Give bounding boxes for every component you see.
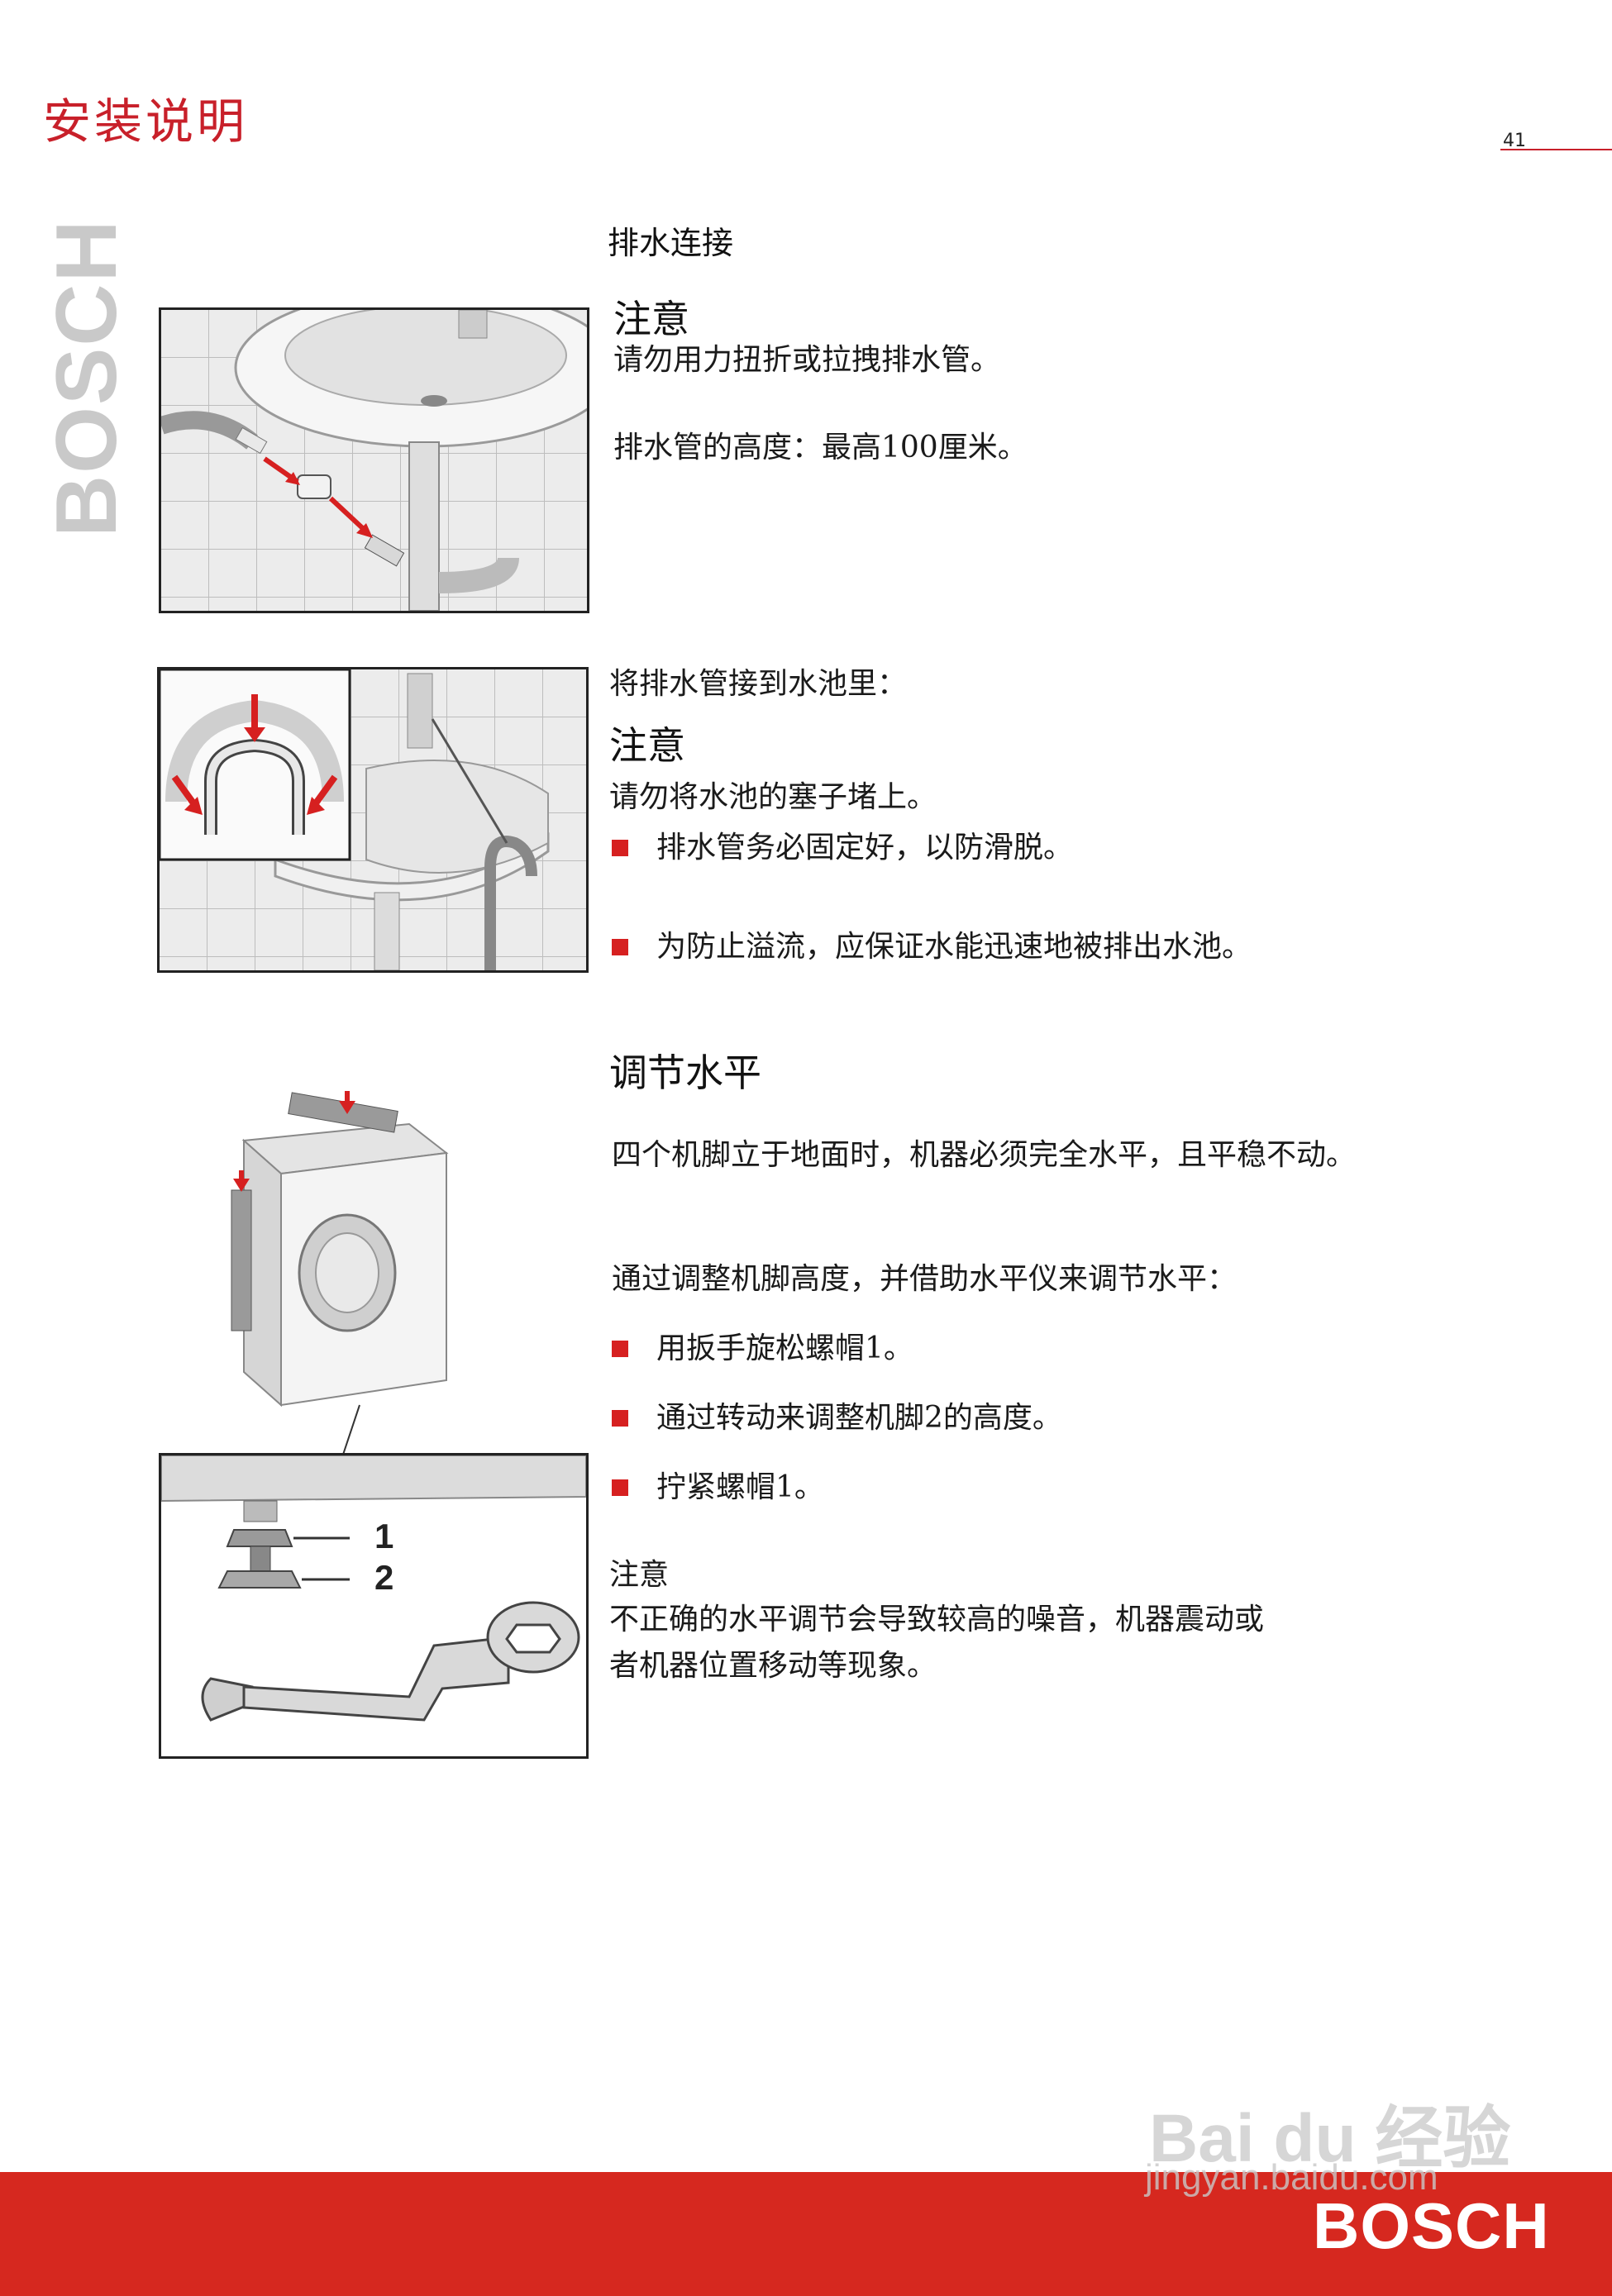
bullet-text: 拧紧螺帽1。 [656, 1470, 824, 1504]
level-notice-line2: 者机器位置移动等现象。 [609, 1649, 937, 1683]
drain-heading: 排水连接 [608, 225, 734, 261]
bullet-icon [612, 840, 628, 856]
bullet-text: 用扳手旋松螺帽1。 [656, 1331, 913, 1365]
bullet-icon [612, 1341, 628, 1357]
list-item: 通过转动来调整机脚2的高度。 [612, 1395, 1062, 1441]
level-para2: 通过调整机脚高度，并借助水平仪来调节水平： [612, 1262, 1238, 1296]
page-number: 41 [1503, 131, 1526, 151]
list-item: 拧紧螺帽1。 [612, 1465, 824, 1511]
footer-bar [0, 2172, 1612, 2296]
sink-hook-illustration [157, 667, 589, 973]
sink-intro: 将排水管接到水池里： [609, 667, 908, 701]
footer-brand-logo: BOSCH [1313, 2189, 1550, 2262]
list-item: 为防止溢流，应保证水能迅速地被排出水池。 [612, 924, 1252, 970]
bullet-icon [612, 1479, 628, 1496]
level-para1: 四个机脚立于地面时，机器必须完全水平，且平稳不动。 [612, 1138, 1357, 1172]
washing-machine-level-illustration [231, 1091, 449, 1455]
list-item: 排水管务必固定好，以防滑脱。 [612, 825, 1073, 871]
drain-notice-title: 注意 [613, 297, 689, 341]
watermark-logo: Bai du 经验 [1149, 2101, 1511, 2176]
foot-label-1: 1 [374, 1517, 393, 1555]
drain-notice-line1: 请勿用力扭折或拉拽排水管。 [613, 343, 1001, 377]
side-brand-text: BOSCH [40, 219, 131, 537]
bullet-text: 为防止溢流，应保证水能迅速地被排出水池。 [656, 930, 1252, 964]
level-notice-title: 注意 [609, 1558, 670, 1592]
adjustable-foot-wrench-illustration: 1 2 [159, 1453, 589, 1759]
list-item: 用扳手旋松螺帽1。 [612, 1326, 913, 1372]
drain-connection-illustration [159, 307, 589, 613]
level-heading: 调节水平 [609, 1050, 761, 1095]
page-title: 安装说明 [43, 93, 249, 150]
sink-notice-line: 请勿将水池的塞子堵上。 [609, 780, 937, 814]
bullet-icon [612, 939, 628, 955]
foot-label-2: 2 [374, 1558, 393, 1597]
drain-notice-line2: 排水管的高度：最高100厘米。 [613, 431, 1028, 464]
bullet-text: 通过转动来调整机脚2的高度。 [656, 1401, 1062, 1435]
sink-notice-title: 注意 [609, 723, 685, 768]
page-number-rule [1500, 149, 1612, 150]
watermark-url: jingyan.baidu.com [1145, 2157, 1438, 2198]
level-notice-line1: 不正确的水平调节会导致较高的噪音，机器震动或 [609, 1603, 1265, 1636]
side-brand-logo: BOSCH [40, 219, 131, 537]
bullet-icon [612, 1410, 628, 1427]
bullet-text: 排水管务必固定好，以防滑脱。 [656, 831, 1074, 865]
